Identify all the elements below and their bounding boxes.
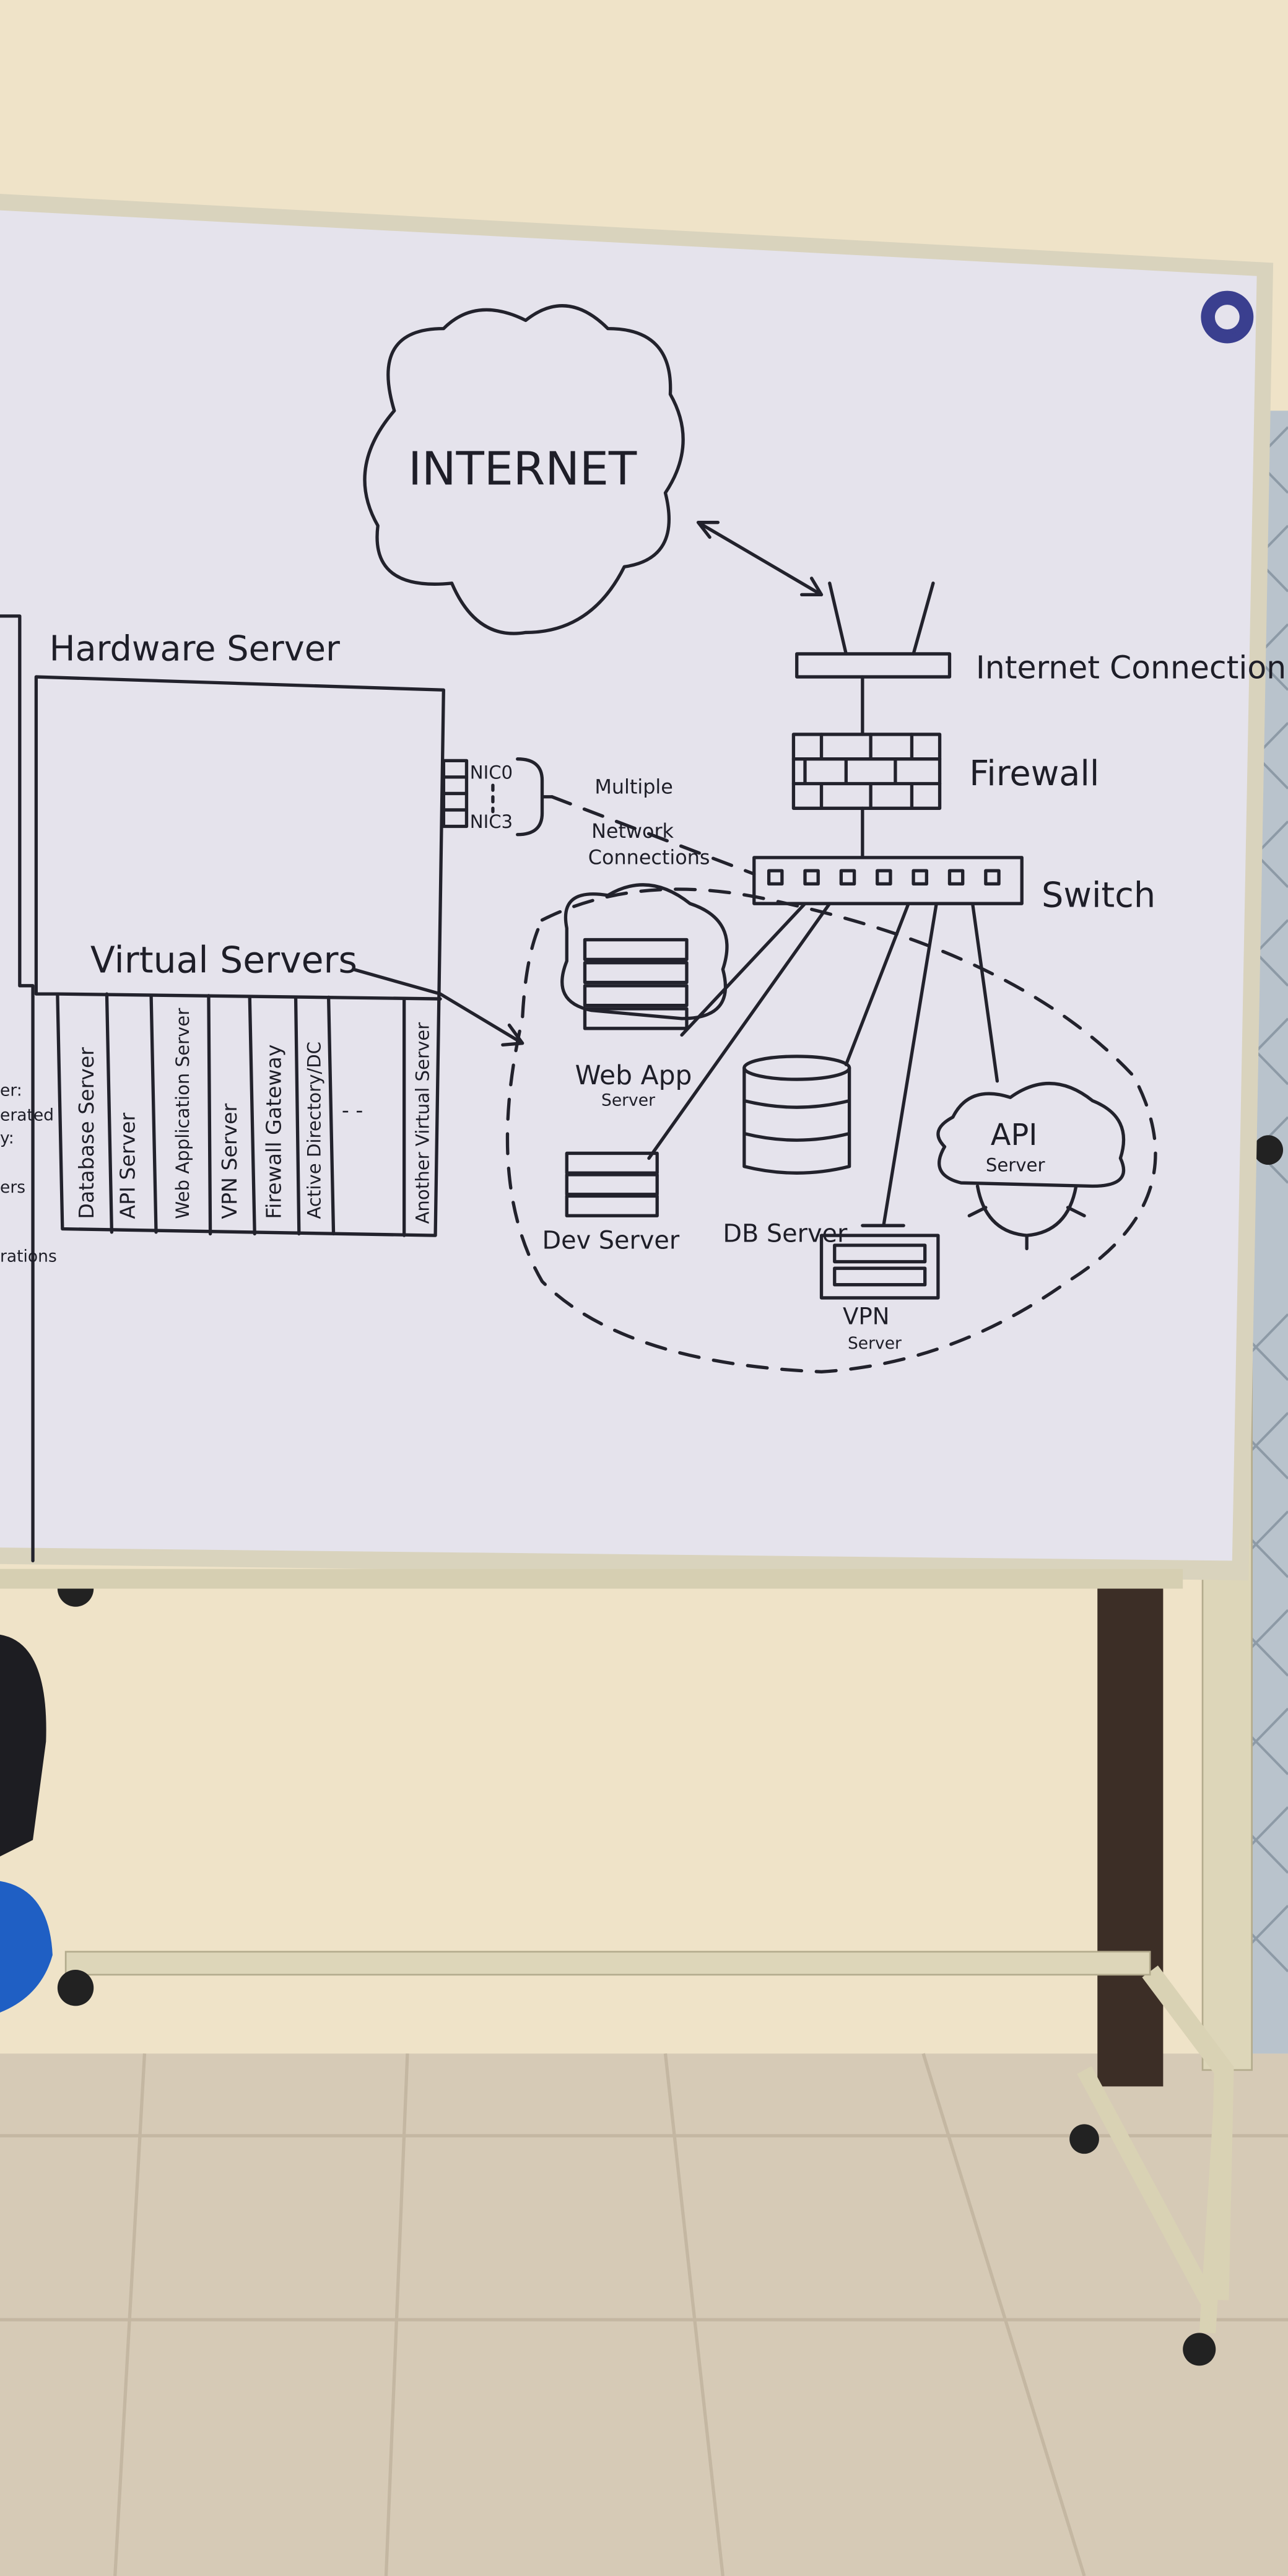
door-frame — [1097, 1585, 1164, 2087]
nic0-label: NIC0 — [470, 762, 513, 783]
hardware-server-label: Hardware Server — [50, 629, 340, 669]
internet-label: INTERNET — [408, 442, 637, 496]
marker-tray — [0, 1569, 1183, 1589]
virtual-server-another: Another Virtual Server — [412, 1022, 433, 1224]
multiple-label: Multiple — [594, 775, 672, 798]
arrow-to-network-icon — [351, 967, 524, 1046]
firewall-icon — [791, 733, 942, 859]
virtual-server-ellipsis: - - — [342, 1098, 363, 1122]
svg-text:y:: y: — [0, 1129, 14, 1148]
svg-text:er:: er: — [0, 1081, 22, 1100]
virtual-server-web-application: Web Application Server — [172, 1008, 193, 1219]
network-label: Network — [591, 819, 674, 843]
switch-label: Switch — [1042, 875, 1155, 915]
internet-connection-label: Internet Connection — [976, 650, 1286, 686]
api-server-cloud-icon — [936, 1081, 1126, 1250]
svg-text:ers: ers — [0, 1178, 25, 1197]
svg-text:erated: erated — [0, 1105, 54, 1125]
dev-server-icon — [565, 1151, 659, 1217]
floor-tile-lines — [0, 2053, 1288, 2576]
virtual-server-api: API Server — [116, 1112, 140, 1219]
vpn-sublabel: Server — [848, 1334, 902, 1353]
network-links — [647, 902, 999, 1226]
virtual-server-firewall-gateway: Firewall Gateway — [262, 1045, 286, 1219]
virtual-servers-label: Virtual Servers — [90, 939, 357, 981]
connections-label: Connections — [588, 846, 710, 869]
chair — [0, 1634, 53, 2012]
router-icon — [795, 581, 952, 736]
virtual-server-list: Database Server API Server Web Applicati… — [74, 1008, 433, 1224]
virtual-server-active-directory: Active Directory/DC — [303, 1042, 324, 1219]
api-sublabel: Server — [986, 1155, 1045, 1176]
hardware-server-box — [0, 614, 445, 1563]
firewall-label: Firewall — [969, 754, 1099, 794]
virtual-server-vpn: VPN Server — [217, 1103, 242, 1219]
database-icon — [742, 1055, 851, 1175]
api-label: API — [991, 1118, 1038, 1152]
vpn-server-icon — [819, 1224, 940, 1300]
network-boundary — [505, 887, 1157, 1373]
virtual-server-database: Database Server — [74, 1047, 98, 1219]
dev-server-label: Dev Server — [542, 1226, 680, 1255]
left-edge-text: er: erated y: ers rations — [0, 1081, 57, 1266]
web-app-server-icon — [560, 883, 729, 1030]
switch-icon — [752, 856, 1024, 905]
svg-text:rations: rations — [0, 1247, 57, 1266]
nic3-label: NIC3 — [470, 811, 513, 832]
web-app-sublabel: Server — [601, 1091, 655, 1110]
brand-logo — [1201, 290, 1254, 344]
internet-cloud: INTERNET — [363, 304, 685, 635]
web-app-label: Web App — [575, 1061, 692, 1091]
vpn-label: VPN — [843, 1303, 890, 1329]
double-arrow-icon — [696, 521, 824, 597]
nic-to-switch-dashed-link — [550, 795, 756, 876]
